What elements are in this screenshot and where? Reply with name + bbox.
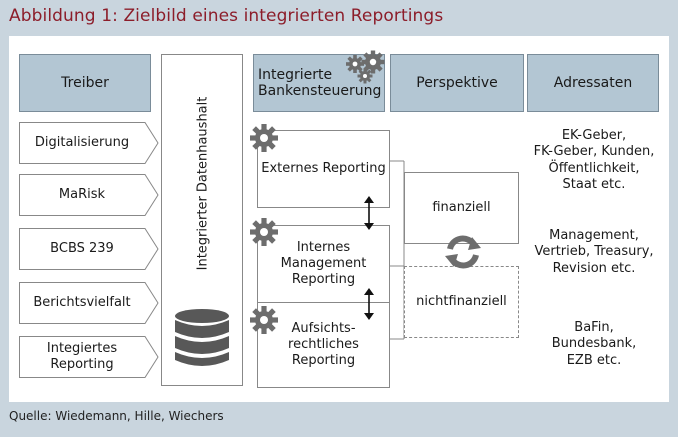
reporting-box-extern: Externes Reporting <box>257 130 390 208</box>
perspective-finanziell: finanziell <box>404 172 519 244</box>
double-arrow-icon <box>364 288 374 320</box>
arrow-shape <box>19 336 159 378</box>
driver-label: Integiertes Reporting <box>46 341 118 372</box>
driver-item: BCBS 239 <box>19 228 159 270</box>
driver-item: Digitalisierung <box>19 122 159 164</box>
driver-label: Berichtsvielfalt <box>33 295 131 311</box>
driver-item: MaRisk <box>19 174 159 216</box>
driver-item: Integiertes Reporting <box>19 336 159 378</box>
addressee-group: Management, Vertrieb, Treasury, Revision… <box>519 228 669 277</box>
header-adressaten: Adressaten <box>527 54 659 112</box>
gear-icon <box>250 124 278 152</box>
gear-icon <box>250 306 278 334</box>
figure-source: Quelle: Wiedemann, Hille, Wiechers <box>9 409 224 423</box>
addressee-line: Staat etc. <box>562 176 626 192</box>
header-perspektive: Perspektive <box>390 54 524 112</box>
addressee-line: Vertrieb, Treasury, <box>534 244 654 260</box>
addressee-line: EK-Geber, <box>561 128 627 143</box>
addressee-line: Revision etc. <box>552 260 636 276</box>
arrow-shape <box>19 174 159 216</box>
addressee-group: BaFin, Bundesbank, EZB etc. <box>519 320 669 369</box>
addressee-line: BaFin, <box>574 320 614 335</box>
figure-title: Abbildung 1: Zielbild eines integrierten… <box>9 6 444 26</box>
driver-label: BCBS 239 <box>50 241 114 257</box>
perspective-nichtfinanziell: nichtfinanziell <box>404 266 519 338</box>
cycle-arrows-icon <box>445 235 481 269</box>
addressee-group: EK-Geber, FK-Geber, Kunden, Öffentlichke… <box>519 128 669 193</box>
double-arrow-icon <box>364 196 374 230</box>
gear-icon <box>250 218 278 246</box>
header-treiber: Treiber <box>19 54 151 112</box>
database-icon <box>175 309 229 366</box>
arrow-shape <box>19 282 159 324</box>
driver-label: Digitalisierung <box>34 135 130 151</box>
diagram-canvas: Treiber Integrierte Bankensteuerung Pers… <box>9 36 669 402</box>
addressee-line: EZB etc. <box>566 352 622 368</box>
driver-label: MaRisk <box>58 187 106 203</box>
datenhaushalt-label: Integrierter Datenhaushalt <box>195 96 211 271</box>
addressee-line: Öffentlichkeit, <box>548 160 640 176</box>
addressee-line: Bundesbank, <box>551 336 637 352</box>
addressee-line: FK-Geber, Kunden, <box>533 144 655 160</box>
gears-icon <box>346 50 385 84</box>
arrow-shape <box>19 228 159 270</box>
arrow-shape <box>19 122 159 164</box>
driver-item: Berichtsvielfalt <box>19 282 159 324</box>
addressee-line: Management, <box>549 228 639 243</box>
